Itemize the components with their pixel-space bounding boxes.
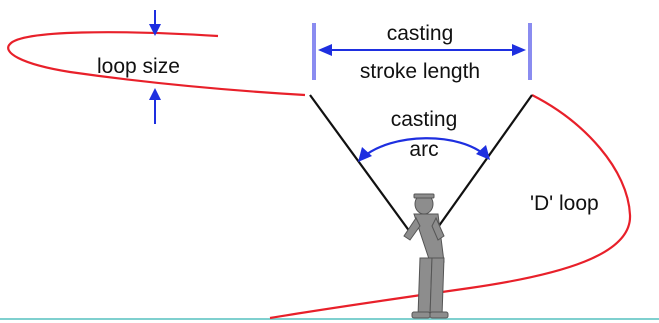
back-rod-line [309,94,411,233]
d-loop-label: 'D' loop [530,192,599,215]
loop-size-top-arrow [149,10,161,36]
forward-loop-line [7,31,306,97]
casting-arc-arrow [358,137,490,162]
d-loop-line [269,94,632,320]
loop-size-label: loop size [97,55,180,78]
angler-figure [403,193,449,319]
stroke-length-bracket [312,23,532,80]
stroke-length-label-line1: casting [387,22,454,45]
stroke-length-label-line2: stroke length [360,60,480,83]
loop-size-bottom-arrow [149,88,161,124]
casting-arc-label-line1: casting [391,108,458,131]
forward-rod-line [435,94,533,231]
casting-arc-label-line2: arc [409,138,438,161]
